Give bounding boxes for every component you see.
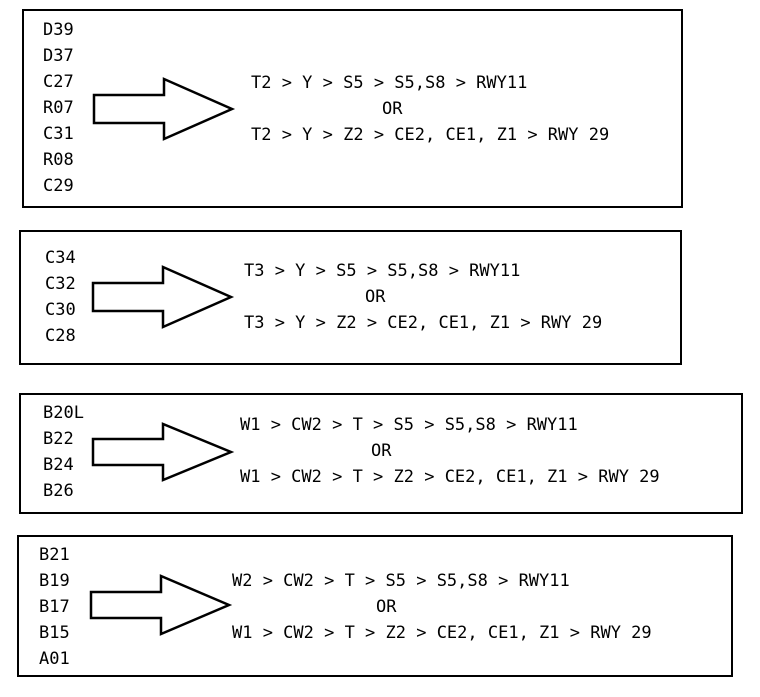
right-arrow-icon bbox=[89, 574, 233, 636]
stand-label: B20L bbox=[43, 403, 84, 423]
stand-label: C29 bbox=[43, 176, 74, 196]
route-option-2: W1 > CW2 > T > Z2 > CE2, CE1, Z1 > RWY 2… bbox=[240, 467, 660, 487]
route-option-1: T3 > Y > S5 > S5,S8 > RWY11 bbox=[244, 261, 521, 281]
route-group-1: D39 D37 C27 R07 C31 R08 C29 T2 > Y > S5 … bbox=[22, 9, 683, 208]
stand-label: A01 bbox=[39, 649, 70, 669]
stand-label: R07 bbox=[43, 98, 74, 118]
or-separator: OR bbox=[371, 441, 392, 461]
stand-list: C34 C32 C30 C28 bbox=[45, 245, 76, 349]
stand-label: R08 bbox=[43, 150, 74, 170]
route-option-1: T2 > Y > S5 > S5,S8 > RWY11 bbox=[251, 73, 528, 93]
route-group-2: C34 C32 C30 C28 T3 > Y > S5 > S5,S8 > RW… bbox=[19, 230, 682, 365]
stand-label: C34 bbox=[45, 248, 76, 268]
stand-label: B24 bbox=[43, 455, 74, 475]
stand-list: B20L B22 B24 B26 bbox=[43, 400, 84, 504]
stand-label: B26 bbox=[43, 481, 74, 501]
stand-label: B21 bbox=[39, 545, 70, 565]
route-option-1: W1 > CW2 > T > S5 > S5,S8 > RWY11 bbox=[240, 415, 578, 435]
route-option-2: W1 > CW2 > T > Z2 > CE2, CE1, Z1 > RWY 2… bbox=[232, 623, 652, 643]
or-separator: OR bbox=[365, 287, 386, 307]
route-group-4: B21 B19 B17 B15 A01 W2 > CW2 > T > S5 > … bbox=[17, 535, 733, 677]
or-separator: OR bbox=[382, 99, 403, 119]
stand-label: C28 bbox=[45, 326, 76, 346]
right-arrow-icon bbox=[91, 265, 235, 329]
route-group-3: B20L B22 B24 B26 W1 > CW2 > T > S5 > S5,… bbox=[19, 393, 743, 514]
stand-list: D39 D37 C27 R07 C31 R08 C29 bbox=[43, 17, 74, 199]
stand-label: B19 bbox=[39, 571, 70, 591]
stand-label: C27 bbox=[43, 72, 74, 92]
or-separator: OR bbox=[376, 597, 397, 617]
stand-label: B22 bbox=[43, 429, 74, 449]
stand-label: B17 bbox=[39, 597, 70, 617]
stand-label: D39 bbox=[43, 20, 74, 40]
right-arrow-icon bbox=[92, 77, 236, 141]
route-option-1: W2 > CW2 > T > S5 > S5,S8 > RWY11 bbox=[232, 571, 570, 591]
route-option-2: T2 > Y > Z2 > CE2, CE1, Z1 > RWY 29 bbox=[251, 125, 610, 145]
route-option-2: T3 > Y > Z2 > CE2, CE1, Z1 > RWY 29 bbox=[244, 313, 603, 333]
stand-label: C32 bbox=[45, 274, 76, 294]
stand-label: C31 bbox=[43, 124, 74, 144]
right-arrow-icon bbox=[91, 422, 235, 482]
stand-label: C30 bbox=[45, 300, 76, 320]
stand-list: B21 B19 B17 B15 A01 bbox=[39, 542, 70, 672]
stand-label: B15 bbox=[39, 623, 70, 643]
stand-label: D37 bbox=[43, 46, 74, 66]
